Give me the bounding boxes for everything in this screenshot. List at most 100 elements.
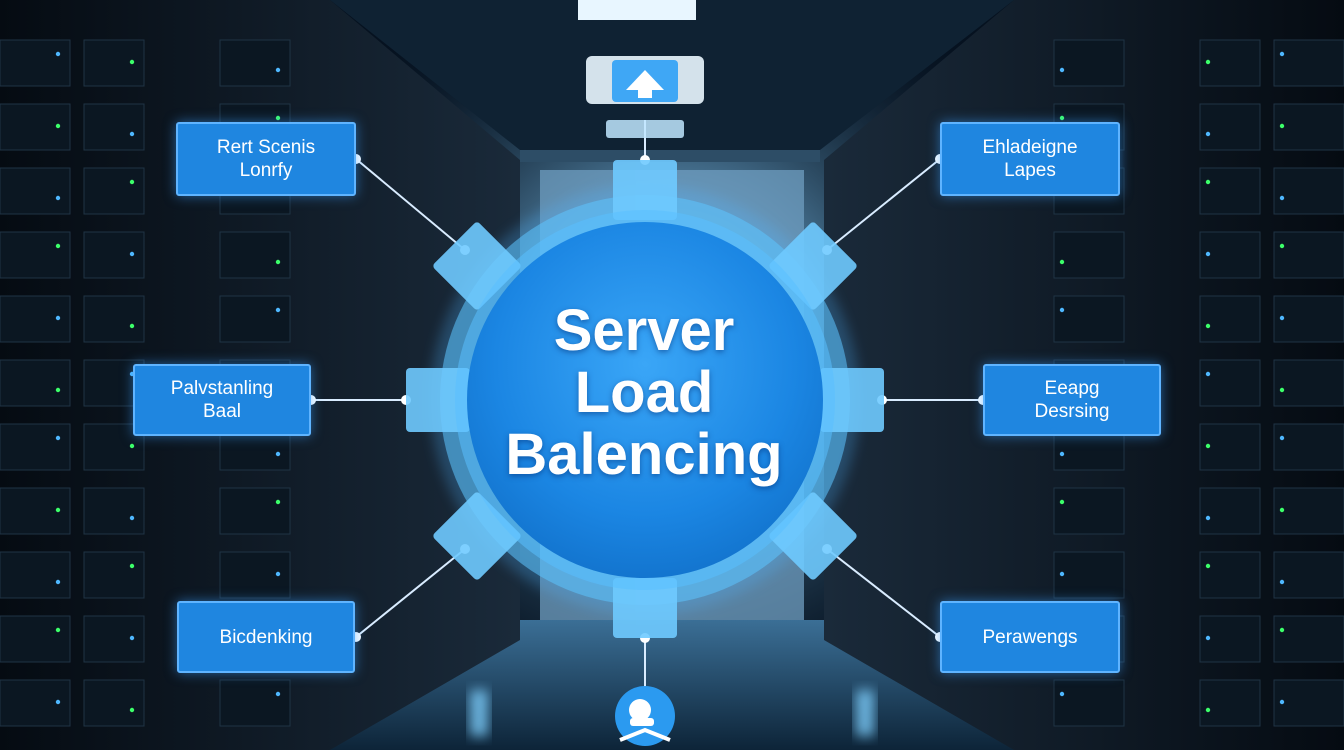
server-unit bbox=[1053, 487, 1125, 535]
status-led bbox=[129, 323, 135, 329]
server-unit bbox=[219, 679, 291, 727]
status-led bbox=[1279, 435, 1285, 441]
hub-title-line-3: Balencing bbox=[505, 422, 783, 487]
server-unit bbox=[1199, 167, 1261, 215]
status-led bbox=[129, 443, 135, 449]
status-led bbox=[1205, 635, 1211, 641]
server-unit bbox=[1273, 615, 1344, 663]
server-unit bbox=[0, 39, 71, 87]
status-led bbox=[1059, 571, 1065, 577]
server-unit bbox=[1053, 295, 1125, 343]
status-led bbox=[1205, 179, 1211, 185]
server-unit bbox=[219, 39, 291, 87]
server-unit bbox=[1273, 103, 1344, 151]
status-led bbox=[275, 691, 281, 697]
label-bottom-left: Bicdenking bbox=[177, 601, 355, 673]
status-led bbox=[275, 115, 281, 121]
label-bottom-right: Perawengs bbox=[940, 601, 1120, 673]
server-unit bbox=[83, 679, 145, 727]
hub-disc bbox=[467, 222, 823, 578]
status-led bbox=[275, 451, 281, 457]
server-unit bbox=[1053, 231, 1125, 279]
hub-title-line-2: Load bbox=[574, 360, 714, 425]
status-led bbox=[275, 67, 281, 73]
label-middle-left: Palvstanling Baal bbox=[133, 364, 311, 436]
status-led bbox=[129, 251, 135, 257]
server-unit bbox=[1053, 679, 1125, 727]
server-unit bbox=[1199, 231, 1261, 279]
status-led bbox=[55, 435, 61, 441]
status-led bbox=[129, 563, 135, 569]
server-unit bbox=[1273, 39, 1344, 87]
server-unit bbox=[1273, 487, 1344, 535]
server-unit bbox=[1199, 487, 1261, 535]
status-led bbox=[1279, 195, 1285, 201]
left-server-racks bbox=[0, 39, 291, 727]
server-unit bbox=[1199, 423, 1261, 471]
server-unit bbox=[83, 231, 145, 279]
status-led bbox=[275, 307, 281, 313]
label-middle-left-line-2: Baal bbox=[202, 401, 242, 422]
label-middle-right: Eeapg Desrsing bbox=[983, 364, 1161, 436]
status-led bbox=[55, 387, 61, 393]
server-unit bbox=[1273, 167, 1344, 215]
status-led bbox=[275, 259, 281, 265]
status-led bbox=[55, 195, 61, 201]
status-led bbox=[1279, 507, 1285, 513]
server-unit bbox=[1199, 359, 1261, 407]
status-led bbox=[55, 579, 61, 585]
server-unit bbox=[0, 551, 71, 599]
server-unit bbox=[0, 167, 71, 215]
status-led bbox=[55, 699, 61, 705]
server-unit bbox=[1273, 679, 1344, 727]
status-led bbox=[55, 627, 61, 633]
server-unit bbox=[83, 167, 145, 215]
server-unit bbox=[1273, 551, 1344, 599]
label-top-left-line-1: Rert Scenis bbox=[216, 137, 316, 158]
server-unit bbox=[1199, 551, 1261, 599]
status-led bbox=[1205, 443, 1211, 449]
ceiling-light bbox=[578, 0, 696, 20]
label-middle-left-line-1: Palvstanling bbox=[170, 378, 274, 399]
status-led bbox=[129, 707, 135, 713]
status-led bbox=[1205, 371, 1211, 377]
label-top-right: Ehladeigne Lapes bbox=[940, 122, 1120, 196]
server-unit bbox=[1199, 103, 1261, 151]
status-led bbox=[1279, 51, 1285, 57]
server-unit bbox=[1273, 231, 1344, 279]
user-support-icon bbox=[615, 686, 675, 746]
status-led bbox=[129, 515, 135, 521]
status-led bbox=[1279, 699, 1285, 705]
status-led bbox=[1205, 707, 1211, 713]
server-unit bbox=[1199, 679, 1261, 727]
label-top-right-line-1: Ehladeigne bbox=[982, 137, 1078, 158]
server-unit bbox=[83, 103, 145, 151]
status-led bbox=[1059, 691, 1065, 697]
status-led bbox=[129, 59, 135, 65]
status-led bbox=[55, 507, 61, 513]
status-led bbox=[1279, 315, 1285, 321]
status-led bbox=[129, 179, 135, 185]
server-unit bbox=[1053, 551, 1125, 599]
server-unit bbox=[0, 615, 71, 663]
status-led bbox=[1279, 387, 1285, 393]
server-unit bbox=[83, 551, 145, 599]
status-led bbox=[1059, 259, 1065, 265]
status-led bbox=[55, 243, 61, 249]
server-unit bbox=[83, 295, 145, 343]
label-top-left-line-2: Lonrfy bbox=[239, 160, 293, 181]
connector-lines bbox=[311, 120, 983, 690]
server-unit bbox=[1199, 615, 1261, 663]
label-middle-right-line-1: Eeapg bbox=[1044, 378, 1100, 399]
status-led bbox=[55, 51, 61, 57]
status-led bbox=[1059, 115, 1065, 121]
server-unit bbox=[1273, 359, 1344, 407]
status-led bbox=[55, 315, 61, 321]
server-unit bbox=[83, 487, 145, 535]
label-bottom-right-line-1: Perawengs bbox=[982, 626, 1078, 648]
label-bottom-left-line-1: Bicdenking bbox=[219, 626, 313, 648]
status-led bbox=[1059, 307, 1065, 313]
status-led bbox=[1059, 451, 1065, 457]
server-unit bbox=[219, 231, 291, 279]
status-led bbox=[1205, 323, 1211, 329]
